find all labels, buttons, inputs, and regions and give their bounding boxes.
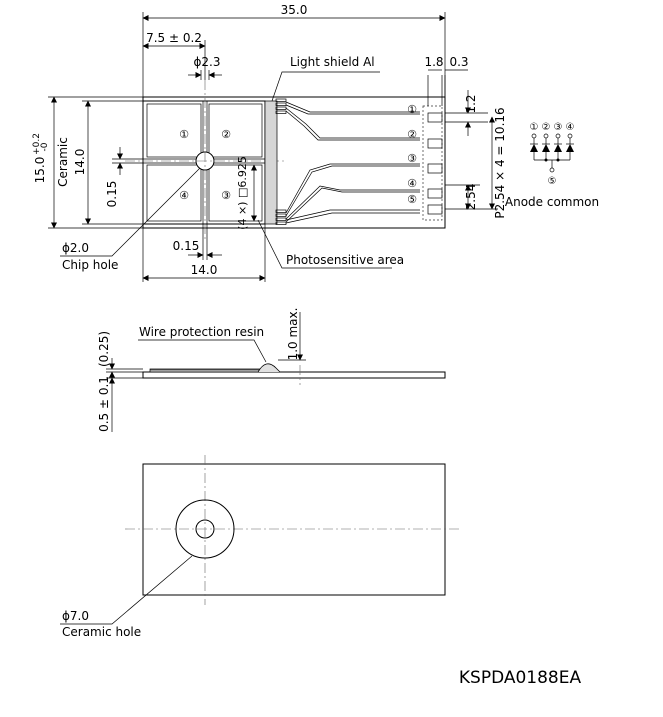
diode-label: ① bbox=[530, 122, 539, 133]
pin-label: ③ bbox=[407, 152, 417, 165]
side-view: (0.25) 0.5 ± 0.1 1.0 max. Wire protectio… bbox=[97, 308, 446, 432]
pin-label: ② bbox=[407, 128, 417, 141]
ceramic-hole bbox=[175, 499, 235, 559]
dim-hole-dia-top: ϕ2.3 bbox=[194, 55, 221, 69]
dim-pad-margin: 0.3 bbox=[449, 55, 468, 69]
ceramic-word: Ceramic bbox=[56, 137, 70, 187]
dim-pad-bottom: 2.54 bbox=[464, 184, 478, 211]
terminal-pads bbox=[422, 105, 443, 221]
common-label: ⑤ bbox=[548, 176, 557, 187]
dim-resin-height: (0.25) bbox=[97, 331, 111, 367]
photosensitive-label: Photosensitive area bbox=[286, 253, 404, 267]
dim-chip-hole-dia: ϕ2.0 bbox=[62, 241, 89, 255]
traces bbox=[285, 101, 420, 224]
anode-common-label: Anode common bbox=[505, 195, 599, 209]
light-shield-label: Light shield Al bbox=[290, 55, 375, 69]
dim-gap-horizontal: 0.15 bbox=[173, 239, 200, 253]
wire-resin bbox=[257, 363, 281, 373]
dim-pad-width: 1.8 bbox=[424, 55, 443, 69]
dim-resin-max: 1.0 max. bbox=[286, 308, 300, 361]
ceramic-base-side bbox=[142, 371, 446, 379]
quadrant-label: ② bbox=[221, 128, 231, 141]
ceramic-base-bottom bbox=[142, 463, 446, 596]
wire-resin-label: Wire protection resin bbox=[139, 325, 264, 339]
pin-label: ⑤ bbox=[407, 193, 417, 206]
top-view: ① ② ③ ④ ⑤ ① ② ③ ④ 35.0 7.5 ± 0.2 ϕ2.3 Li… bbox=[32, 3, 507, 282]
quadrant-label: ④ bbox=[179, 189, 189, 202]
diode-label: ③ bbox=[554, 122, 563, 133]
bottom-view: ϕ7.0 Ceramic hole bbox=[60, 455, 462, 639]
pin-label: ④ bbox=[407, 177, 417, 190]
drawing-code: KSPDA0188EA bbox=[459, 668, 582, 688]
quadrant-label: ① bbox=[179, 128, 189, 141]
dim-tol-lower: -0 bbox=[40, 142, 50, 151]
dim-tol-upper: +0.2 bbox=[32, 133, 42, 155]
diode-label: ② bbox=[542, 122, 551, 133]
dim-sensor-height: 14.0 bbox=[73, 149, 87, 176]
dim-element-size: (4 ×) □6.925 bbox=[236, 156, 249, 230]
pin-label: ① bbox=[407, 103, 417, 116]
ceramic-hole-label: Ceramic hole bbox=[62, 625, 141, 639]
dim-thickness: 0.5 ± 0.1 bbox=[97, 376, 111, 432]
dim-pad-top: 1.2 bbox=[464, 94, 478, 113]
dim-offset-center: 7.5 ± 0.2 bbox=[146, 31, 202, 45]
dim-gap-vertical: 0.15 bbox=[105, 181, 119, 208]
quadrant-label: ③ bbox=[221, 189, 231, 202]
ceramic-base-top bbox=[142, 96, 446, 229]
light-shield-strip bbox=[264, 100, 278, 225]
diode-label: ④ bbox=[566, 122, 575, 133]
ceramic-hole-inner bbox=[195, 519, 215, 539]
anode-common-schematic: ① ② ③ ④ ⑤ Anode common bbox=[505, 122, 599, 209]
dim-ceramic-height: 15.0 bbox=[33, 157, 47, 184]
dim-pitch: P2.54 × 4 = 10.16 bbox=[493, 107, 507, 218]
dim-sensor-width: 14.0 bbox=[191, 263, 218, 277]
dim-ceramic-hole-dia: ϕ7.0 bbox=[62, 609, 89, 623]
dim-overall-length: 35.0 bbox=[281, 3, 308, 17]
chip-hole-label: Chip hole bbox=[62, 258, 118, 272]
